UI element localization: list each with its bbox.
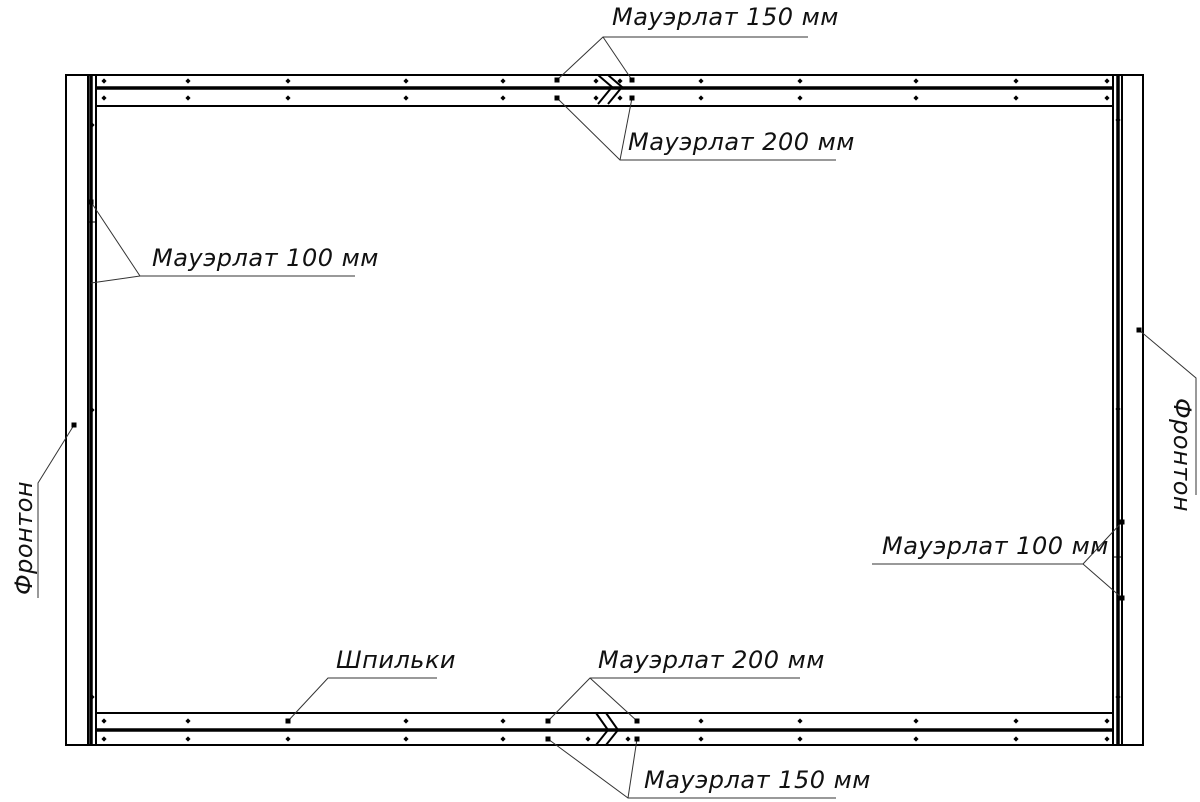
bottom-mauerlat-beams: [96, 712, 1113, 746]
anchor-pin: [698, 718, 704, 724]
anchor-pin: [593, 95, 599, 101]
anchor-pin: [593, 78, 599, 84]
anchor-pin: [1104, 736, 1110, 742]
anchor-pin: [285, 736, 291, 742]
anchor-pin: [913, 718, 919, 724]
anchor-pin: [1104, 718, 1110, 724]
anchor-pin: [185, 95, 191, 101]
anchor-pin: [617, 95, 623, 101]
label-left-gable: Фронтон: [10, 481, 38, 595]
leader-end-marks: [71, 77, 1142, 742]
anchor-pin: [797, 78, 803, 84]
anchor-pin: [101, 95, 107, 101]
anchor-pin: [1013, 78, 1019, 84]
anchor-pin: [101, 78, 107, 84]
anchor-pin: [585, 736, 591, 742]
anchor-pin: [185, 736, 191, 742]
anchor-pin: [913, 736, 919, 742]
anchor-pin: [913, 78, 919, 84]
anchor-pin: [101, 736, 107, 742]
leader-lines: [37, 36, 1197, 799]
anchor-pin: [698, 736, 704, 742]
label-top-mauerlat-200: Мауэрлат 200 мм: [628, 128, 855, 156]
label-right-gable: Фронтон: [1168, 398, 1196, 512]
outer-frame: [65, 74, 1144, 746]
anchor-pin: [185, 78, 191, 84]
anchor-pin: [403, 736, 409, 742]
anchor-pin: [101, 718, 107, 724]
anchor-pin: [89, 407, 95, 413]
anchor-pin: [1013, 95, 1019, 101]
anchor-pin: [500, 95, 506, 101]
anchor-pin: [1013, 718, 1019, 724]
anchor-pin: [1013, 736, 1019, 742]
anchor-pin: [185, 718, 191, 724]
anchor-pin: [285, 95, 291, 101]
anchor-pin: [797, 736, 803, 742]
anchor-pin: [89, 122, 95, 128]
anchor-pin: [500, 736, 506, 742]
label-bottom-mauerlat-150: Мауэрлат 150 мм: [644, 766, 871, 794]
anchor-pin: [698, 78, 704, 84]
anchor-pin: [500, 718, 506, 724]
label-top-mauerlat-150: Мауэрлат 150 мм: [612, 3, 839, 31]
label-bottom-mauerlat-200: Мауэрлат 200 мм: [598, 646, 825, 674]
anchor-pin: [1115, 117, 1121, 123]
anchor-pin: [1104, 78, 1110, 84]
anchor-pin: [698, 95, 704, 101]
anchor-pins: [89, 78, 1121, 742]
anchor-pin: [617, 78, 623, 84]
anchor-pin: [89, 694, 95, 700]
anchor-pin: [285, 78, 291, 84]
anchor-pin: [1115, 406, 1121, 412]
label-right-mauerlat-100: Мауэрлат 100 мм: [882, 532, 1109, 560]
anchor-pin: [625, 736, 631, 742]
anchor-pin: [913, 95, 919, 101]
label-left-mauerlat-100: Мауэрлат 100 мм: [152, 244, 379, 272]
anchor-pin: [403, 718, 409, 724]
anchor-pin: [500, 78, 506, 84]
anchor-pin: [797, 95, 803, 101]
label-pins: Шпильки: [336, 646, 456, 674]
anchor-pin: [403, 78, 409, 84]
top-mauerlat-beams: [96, 74, 1113, 107]
anchor-pin: [1115, 694, 1121, 700]
anchor-pin: [797, 718, 803, 724]
anchor-pin: [1104, 95, 1110, 101]
anchor-pin: [403, 95, 409, 101]
